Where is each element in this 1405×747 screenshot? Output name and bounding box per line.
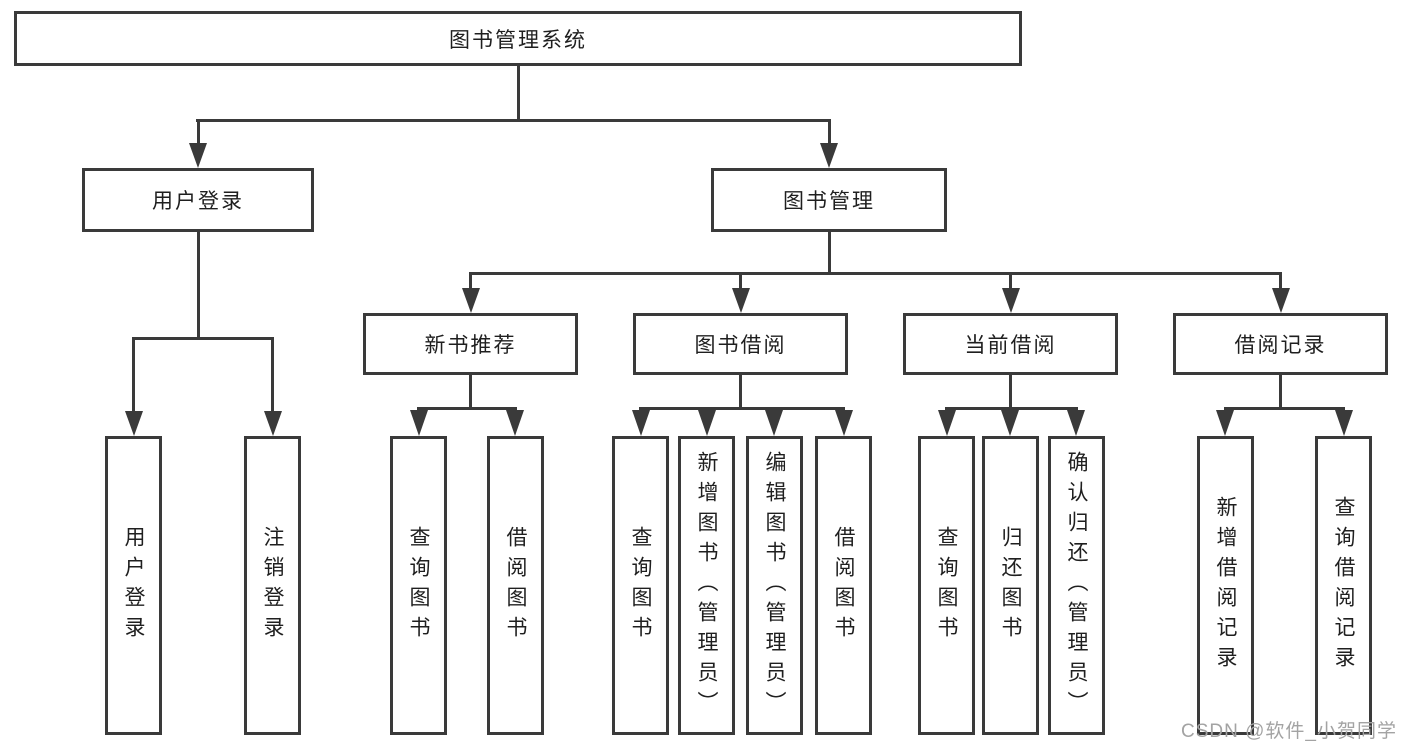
arrowhead-down-icon xyxy=(125,411,143,436)
node-new-book-recommend: 新书推荐 xyxy=(363,313,578,375)
node-label: 图书管理系统 xyxy=(449,28,587,52)
leaf-edit-books-admin: 编辑图书（管理员） xyxy=(746,436,803,735)
leaf-label: 查询图书 xyxy=(935,525,959,646)
connector-vline xyxy=(132,337,135,415)
connector-vline xyxy=(469,272,472,291)
node-label: 用户登录 xyxy=(152,190,244,213)
leaf-label: 编辑图书（管理员） xyxy=(763,450,787,721)
connector-vline xyxy=(517,66,520,122)
leaf-user-login: 用户登录 xyxy=(105,436,162,735)
leaf-label: 借阅图书 xyxy=(504,525,528,646)
arrowhead-down-icon xyxy=(1272,288,1290,313)
node-borrow-record: 借阅记录 xyxy=(1173,313,1388,375)
arrowhead-down-icon xyxy=(189,143,207,168)
leaf-label: 确认归还（管理员） xyxy=(1065,450,1089,721)
arrowhead-down-icon xyxy=(506,410,524,436)
node-root: 图书管理系统 xyxy=(14,11,1022,66)
connector-hline xyxy=(469,272,1282,275)
node-label: 图书借阅 xyxy=(694,334,787,357)
connector-hline xyxy=(196,119,831,122)
leaf-label: 借阅图书 xyxy=(832,525,856,646)
connector-hline xyxy=(417,407,517,410)
node-label: 图书管理 xyxy=(783,190,875,213)
leaf-label: 查询图书 xyxy=(629,525,653,646)
connector-vline xyxy=(271,337,274,415)
leaf-label: 用户登录 xyxy=(122,525,146,646)
leaf-borrow-books: 借阅图书 xyxy=(815,436,872,735)
connector-vline xyxy=(828,232,831,275)
arrowhead-down-icon xyxy=(698,410,716,436)
connector-vline xyxy=(739,375,742,410)
watermark: CSDN @软件_小贺同学 xyxy=(1181,721,1397,742)
node-user-login: 用户登录 xyxy=(82,168,314,232)
arrowhead-down-icon xyxy=(1002,288,1020,313)
connector-vline xyxy=(1009,272,1012,291)
connector-hline xyxy=(1224,407,1345,410)
leaf-confirm-return-admin: 确认归还（管理员） xyxy=(1048,436,1105,735)
arrowhead-down-icon xyxy=(1001,410,1019,436)
leaf-label: 查询图书 xyxy=(407,525,431,646)
leaf-label: 新增图书（管理员） xyxy=(695,450,719,721)
leaf-query-books-current: 查询图书 xyxy=(918,436,975,735)
node-current-borrow: 当前借阅 xyxy=(903,313,1118,375)
arrowhead-down-icon xyxy=(1216,410,1234,436)
leaf-label: 注销登录 xyxy=(261,525,285,646)
arrowhead-down-icon xyxy=(632,410,650,436)
arrowhead-down-icon xyxy=(820,143,838,168)
arrowhead-down-icon xyxy=(1335,410,1353,436)
connector-vline xyxy=(469,375,472,410)
leaf-label: 新增借阅记录 xyxy=(1214,495,1238,676)
arrowhead-down-icon xyxy=(732,288,750,313)
connector-vline xyxy=(1279,272,1282,291)
leaf-label: 归还图书 xyxy=(999,525,1023,646)
leaf-add-books-admin: 新增图书（管理员） xyxy=(678,436,735,735)
connector-vline xyxy=(1009,375,1012,410)
connector-vline xyxy=(828,119,831,146)
leaf-label: 查询借阅记录 xyxy=(1332,495,1356,676)
arrowhead-down-icon xyxy=(765,410,783,436)
leaf-return-books: 归还图书 xyxy=(982,436,1039,735)
connector-hline xyxy=(945,407,1078,410)
node-label: 当前借阅 xyxy=(964,334,1057,357)
node-book-borrow: 图书借阅 xyxy=(633,313,848,375)
leaf-query-books-recommend: 查询图书 xyxy=(390,436,447,735)
leaf-logout-login: 注销登录 xyxy=(244,436,301,735)
connector-vline xyxy=(739,272,742,291)
connector-vline xyxy=(197,232,200,340)
arrowhead-down-icon xyxy=(462,288,480,313)
node-label: 借阅记录 xyxy=(1234,334,1327,357)
leaf-borrow-books-recommend: 借阅图书 xyxy=(487,436,544,735)
leaf-add-borrow-record: 新增借阅记录 xyxy=(1197,436,1254,735)
arrowhead-down-icon xyxy=(410,410,428,436)
connector-vline xyxy=(197,119,200,146)
connector-vline xyxy=(1279,375,1282,410)
leaf-query-borrow-record: 查询借阅记录 xyxy=(1315,436,1372,735)
leaf-query-books-borrow: 查询图书 xyxy=(612,436,669,735)
arrowhead-down-icon xyxy=(264,411,282,436)
arrowhead-down-icon xyxy=(938,410,956,436)
node-label: 新书推荐 xyxy=(424,334,517,357)
connector-hline xyxy=(132,337,274,340)
arrowhead-down-icon xyxy=(1067,410,1085,436)
node-book-management: 图书管理 xyxy=(711,168,947,232)
arrowhead-down-icon xyxy=(835,410,853,436)
connector-hline xyxy=(639,407,845,410)
